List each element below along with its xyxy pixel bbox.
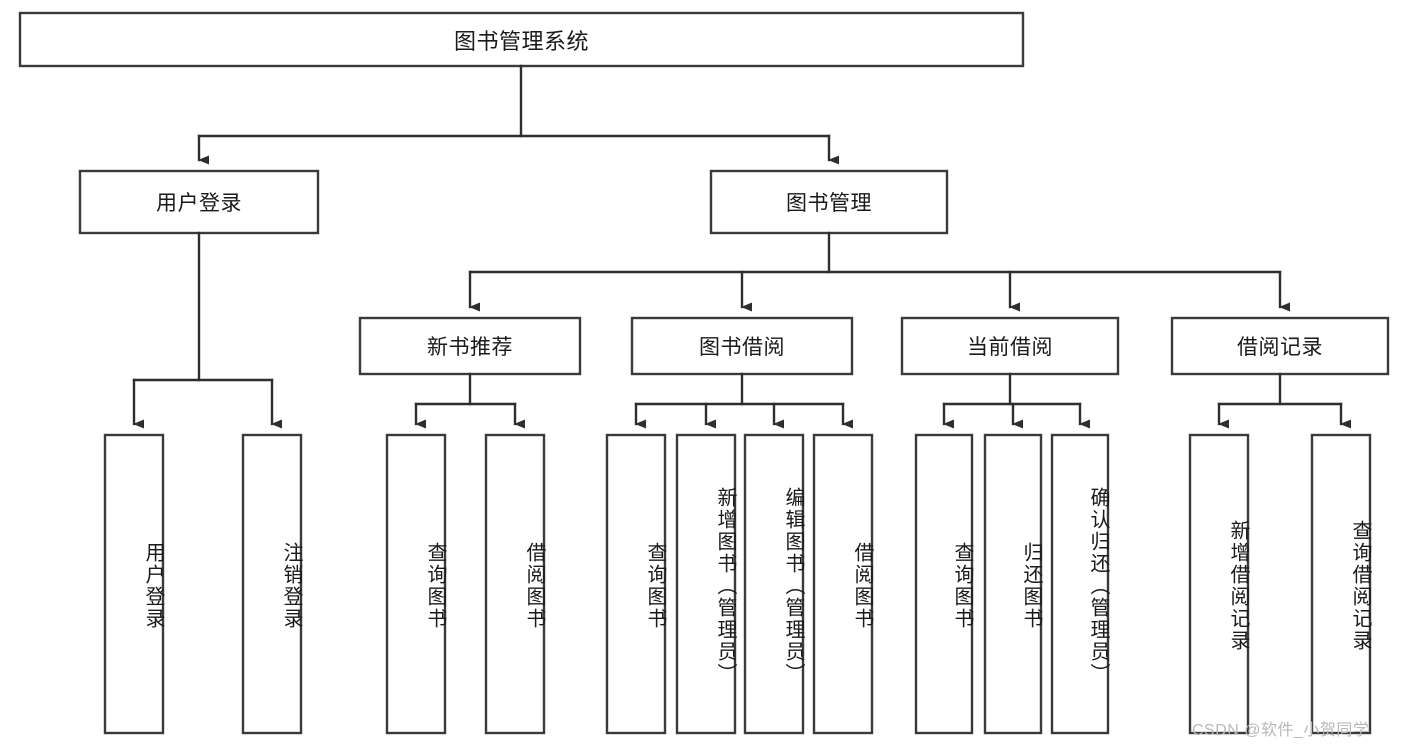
node-box-leaf-return-book[interactable] [983, 433, 1043, 735]
node-box-leaf-query-borrow-record[interactable] [1310, 433, 1372, 735]
node-box-leaf-add-borrow-record[interactable] [1188, 433, 1250, 735]
node-box-current-borrow[interactable] [900, 316, 1120, 376]
node-box-leaf-edit-book-admin[interactable] [743, 433, 805, 735]
node-box-leaf-borrow-book-1[interactable] [484, 433, 546, 735]
node-box-borrow-record[interactable] [1170, 316, 1390, 376]
node-box-leaf-borrow-book-2[interactable] [812, 433, 874, 735]
node-box-leaf-add-book-admin[interactable] [675, 433, 737, 735]
node-box-new-book-recommend[interactable] [358, 316, 582, 376]
node-box-book-borrow[interactable] [630, 316, 854, 376]
node-box-leaf-confirm-return-admin[interactable] [1050, 433, 1110, 735]
node-box-leaf-query-book-2[interactable] [605, 433, 667, 735]
node-box-user-login[interactable] [78, 169, 320, 235]
node-box-leaf-user-login[interactable] [103, 433, 165, 735]
node-box-leaf-query-book-1[interactable] [385, 433, 447, 735]
csdn-watermark: CSDN @软件_小贺同学 [1192, 722, 1370, 739]
node-box-root[interactable] [18, 11, 1025, 68]
node-box-leaf-logout-login[interactable] [241, 433, 303, 735]
node-box-book-management[interactable] [709, 169, 949, 235]
node-box-leaf-query-book-3[interactable] [914, 433, 974, 735]
